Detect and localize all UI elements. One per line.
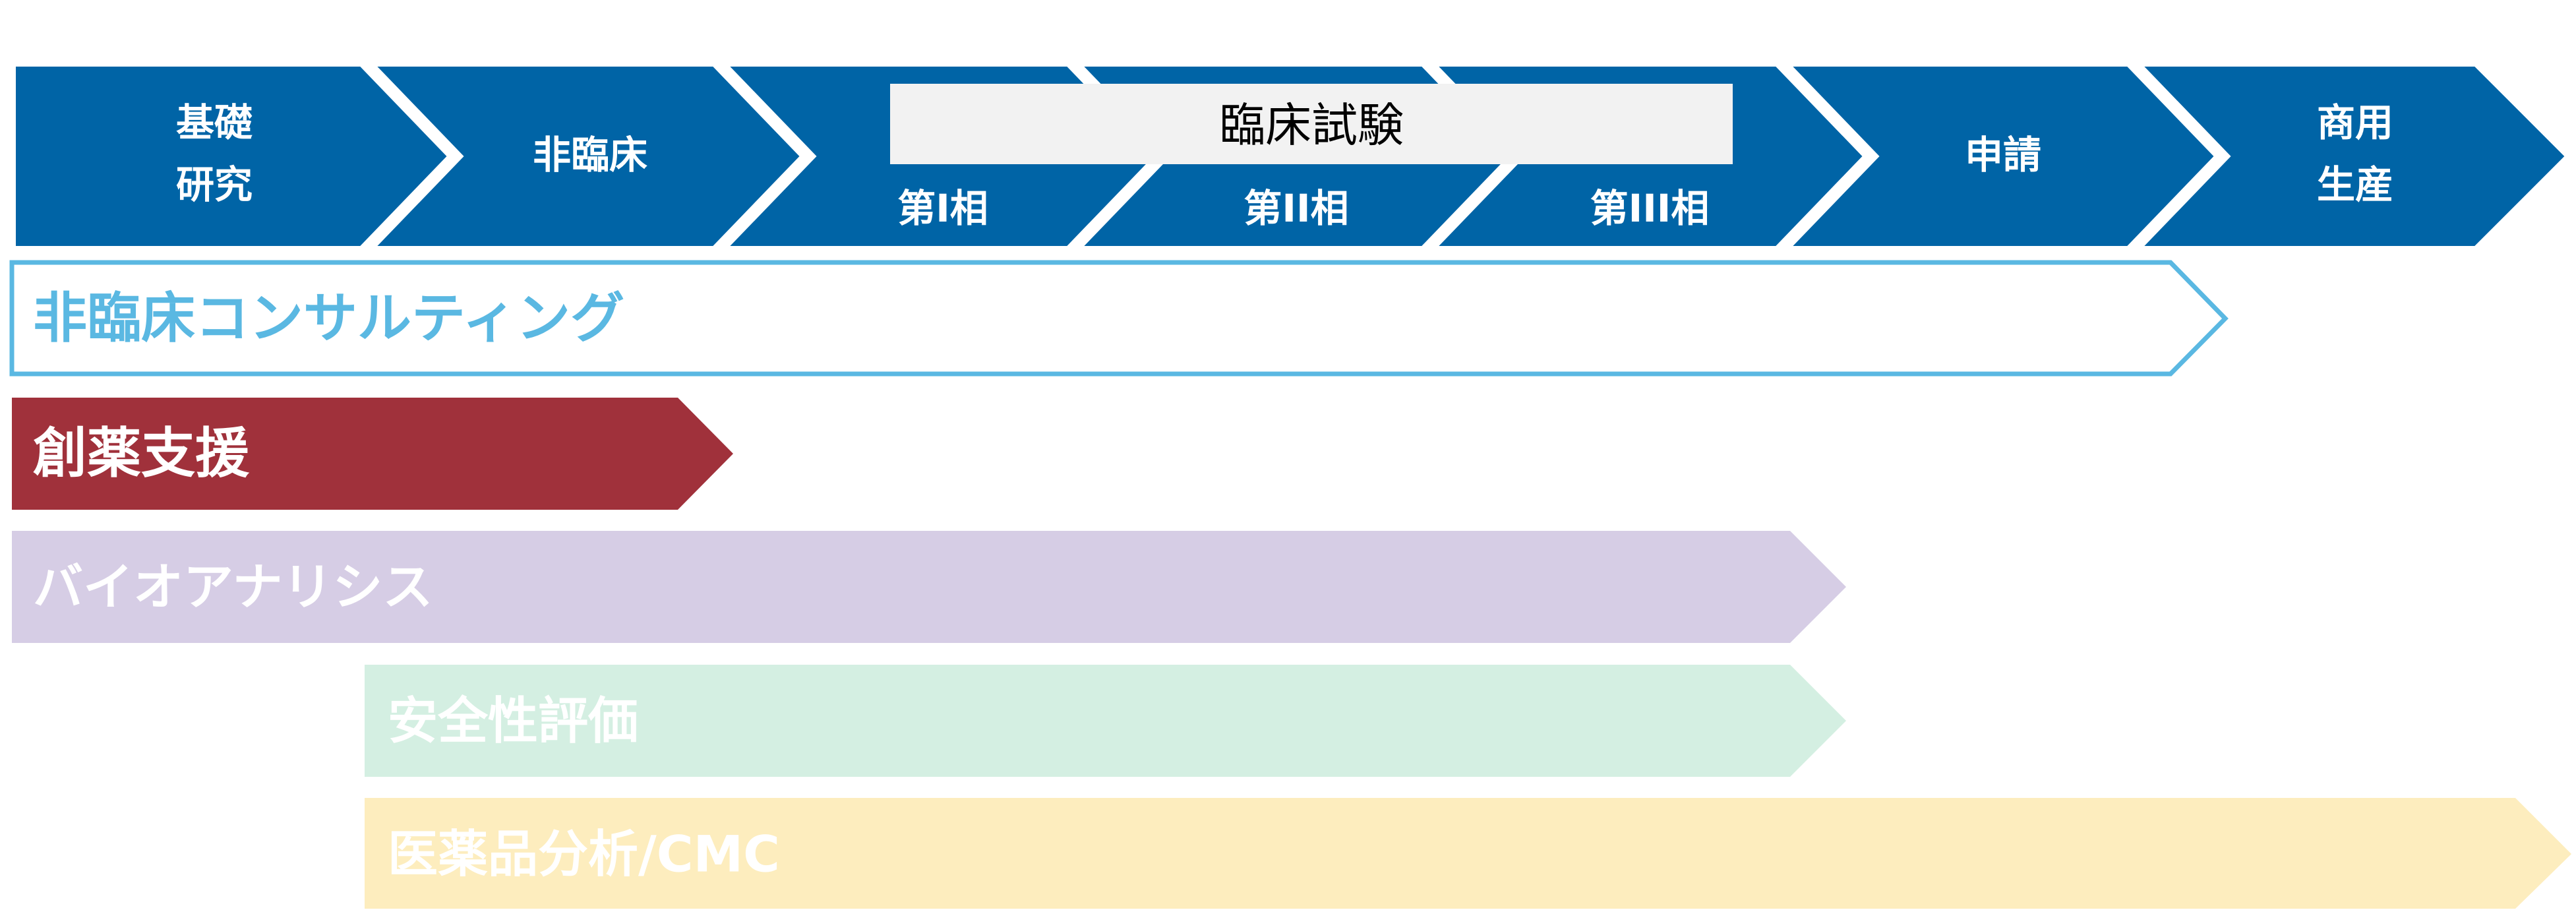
phase-chevron-nonclinical (365, 61, 807, 251)
service-arrow-pharmaceutical-analysis-cmc (365, 798, 2571, 909)
service-arrow-nonclinical-consulting (9, 260, 2229, 377)
service-label-bioanalysis: バイオアナリシス (33, 558, 433, 617)
phase-label-commercial-line1: 商用 (2317, 100, 2393, 145)
phase-label-nonclinical: 非臨床 (533, 133, 647, 177)
phase-label-application: 申請 (1965, 133, 2041, 177)
phase-label-phase1: 第I相 (897, 186, 988, 231)
service-label-safety-evaluation: 安全性評価 (388, 692, 638, 750)
service-arrow-safety-evaluation (365, 665, 1846, 777)
phase-label-phase3: 第III相 (1590, 186, 1710, 231)
clinical-trial-box (890, 84, 1733, 164)
clinical-trial-label: 臨床試験 (1219, 98, 1404, 152)
service-label-drug-discovery: 創薬支援 (33, 423, 250, 485)
phase-label-basic-research-line1: 基礎 (176, 100, 253, 145)
service-arrow-bioanalysis (12, 531, 1846, 643)
service-arrows: 非臨床コンサルティング 創薬支援 バイオアナリシス 安全性評価 医薬品分析/CM… (9, 260, 2571, 909)
phase-chevron-application (1780, 61, 2221, 251)
phase-label-phase2: 第II相 (1243, 186, 1348, 231)
phase-label-commercial-line2: 生産 (2317, 162, 2393, 207)
phase-chevron-basic-research (11, 61, 454, 251)
phase-label-basic-research-line2: 研究 (176, 162, 253, 207)
service-label-pharmaceutical-analysis-cmc: 医薬品分析/CMC (388, 825, 780, 884)
phase-chevron-commercial (2132, 61, 2572, 251)
service-label-nonclinical-consulting: 非臨床コンサルティング (33, 288, 624, 350)
service-arrow-drug-discovery (12, 398, 733, 510)
